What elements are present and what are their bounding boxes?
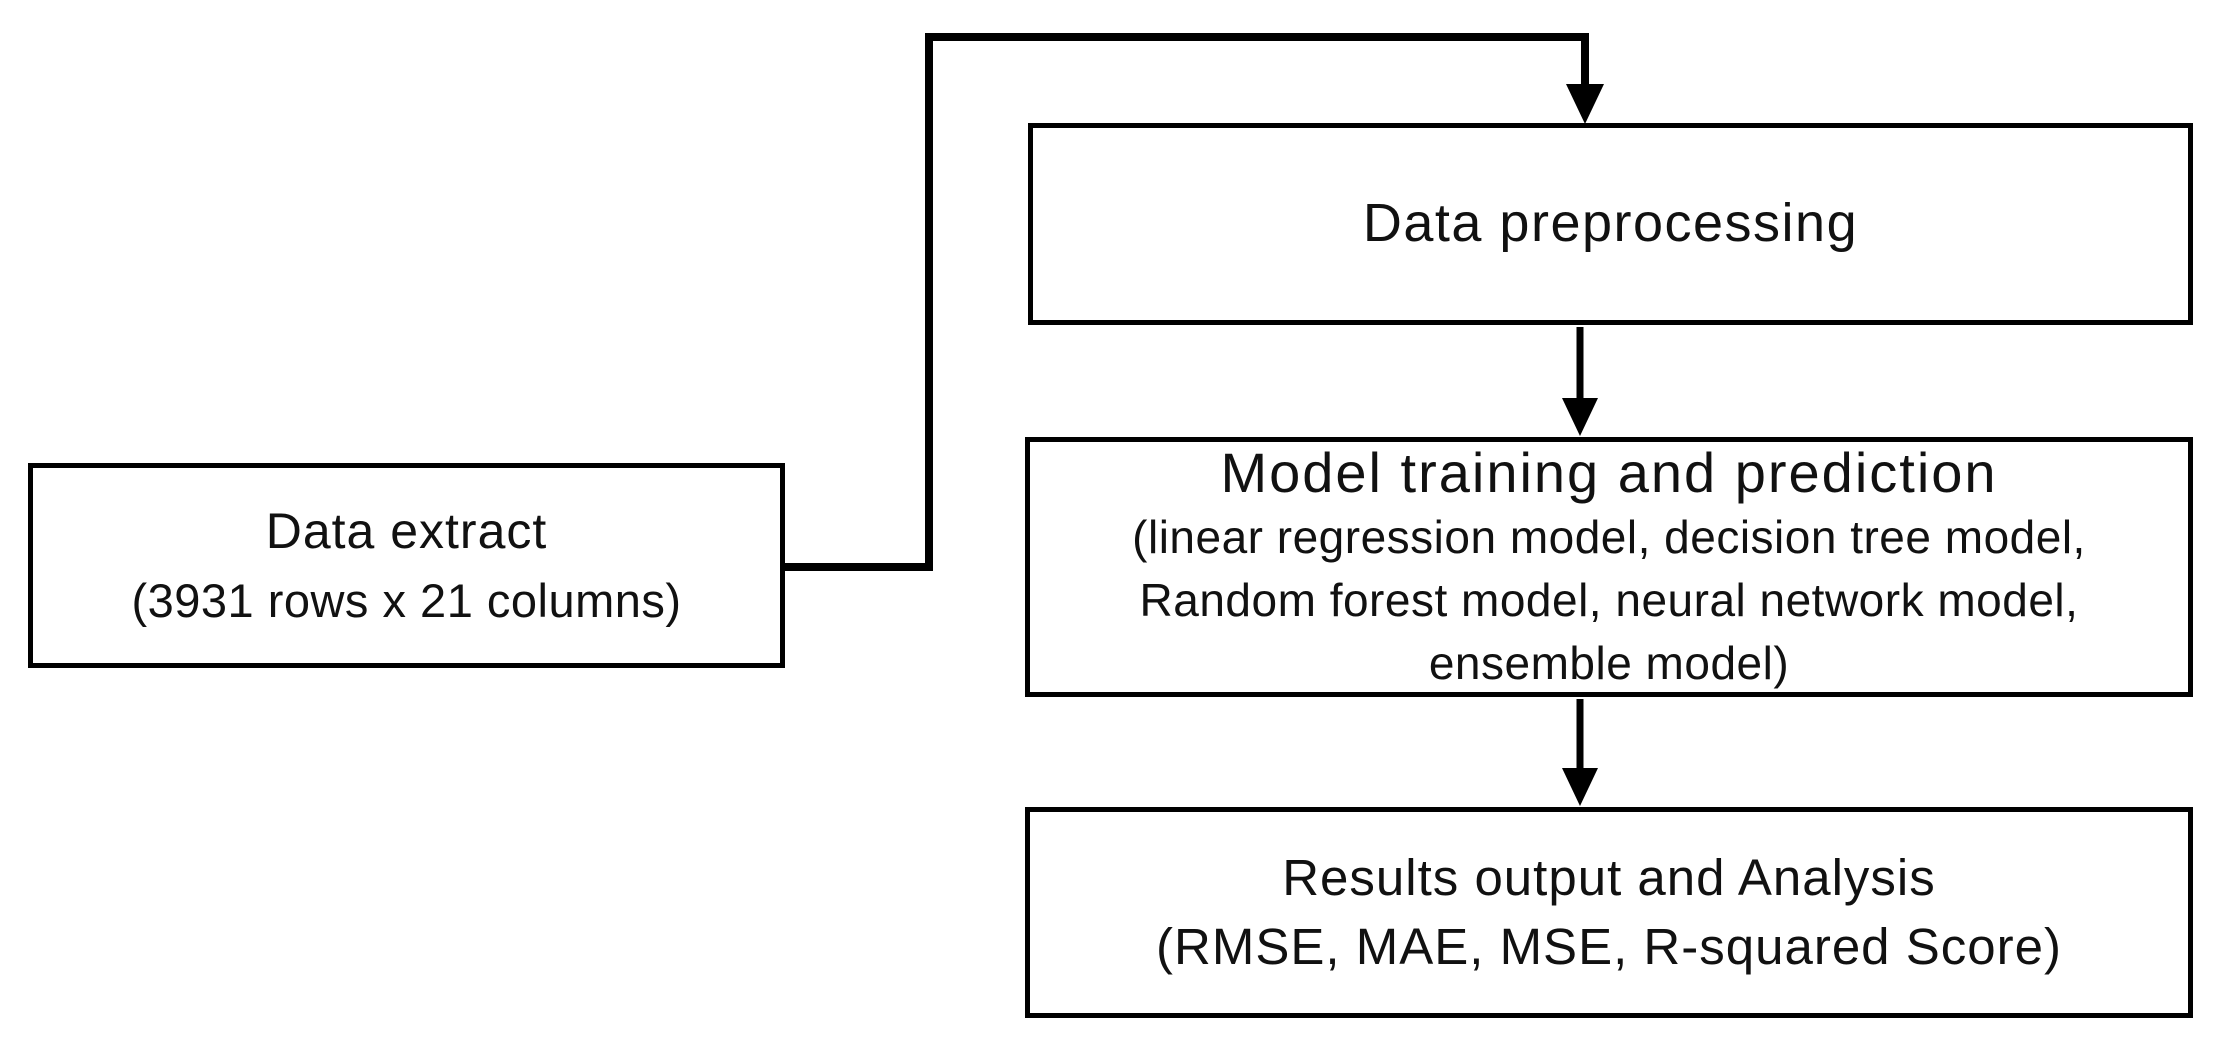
node-subtitle: (3931 rows x 21 columns)	[131, 574, 682, 628]
node-results-output: Results output and Analysis (RMSE, MAE, …	[1025, 807, 2193, 1018]
node-subtitle-line: Random forest model, neural network mode…	[1139, 574, 2079, 627]
node-title: Data extract	[265, 503, 548, 560]
node-subtitle-line: (linear regression model, decision tree …	[1132, 511, 2086, 564]
node-title: Results output and Analysis	[1282, 848, 1936, 906]
arrow-down-icon	[1566, 84, 1604, 124]
arrow-down-icon	[1562, 398, 1598, 436]
node-subtitle-line: ensemble model)	[1428, 637, 1790, 690]
node-subtitle: (RMSE, MAE, MSE, R-squared Score)	[1156, 917, 2062, 975]
arrow-down-icon	[1562, 768, 1598, 806]
node-model-training: Model training and prediction (linear re…	[1025, 437, 2193, 697]
node-title: Data preprocessing	[1362, 193, 1859, 254]
node-data-extract: Data extract (3931 rows x 21 columns)	[28, 463, 785, 668]
node-data-preprocessing: Data preprocessing	[1028, 123, 2193, 325]
node-title: Model training and prediction	[1220, 440, 1998, 504]
